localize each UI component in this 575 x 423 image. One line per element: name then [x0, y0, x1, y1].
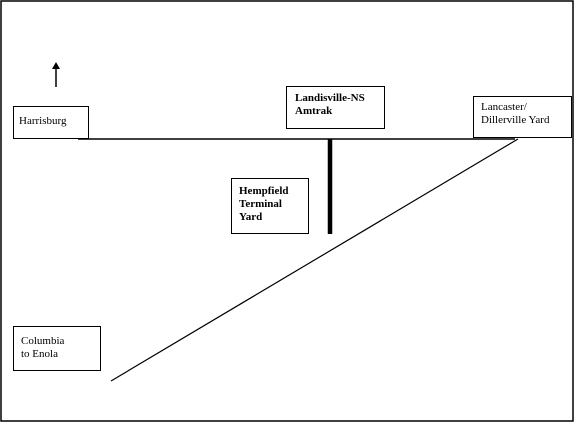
lancaster-label: Lancaster/ Dillerville Yard	[473, 96, 572, 138]
columbia-rail-line	[110, 138, 519, 382]
harrisburg-label: Harrisburg	[13, 106, 89, 139]
landisville-label: Landisville-NS Amtrak	[286, 86, 385, 129]
north-arrow-icon	[52, 62, 60, 87]
hempfield-label: Hempfield Terminal Yard	[231, 178, 309, 234]
columbia-label: Columbia to Enola	[13, 326, 101, 371]
